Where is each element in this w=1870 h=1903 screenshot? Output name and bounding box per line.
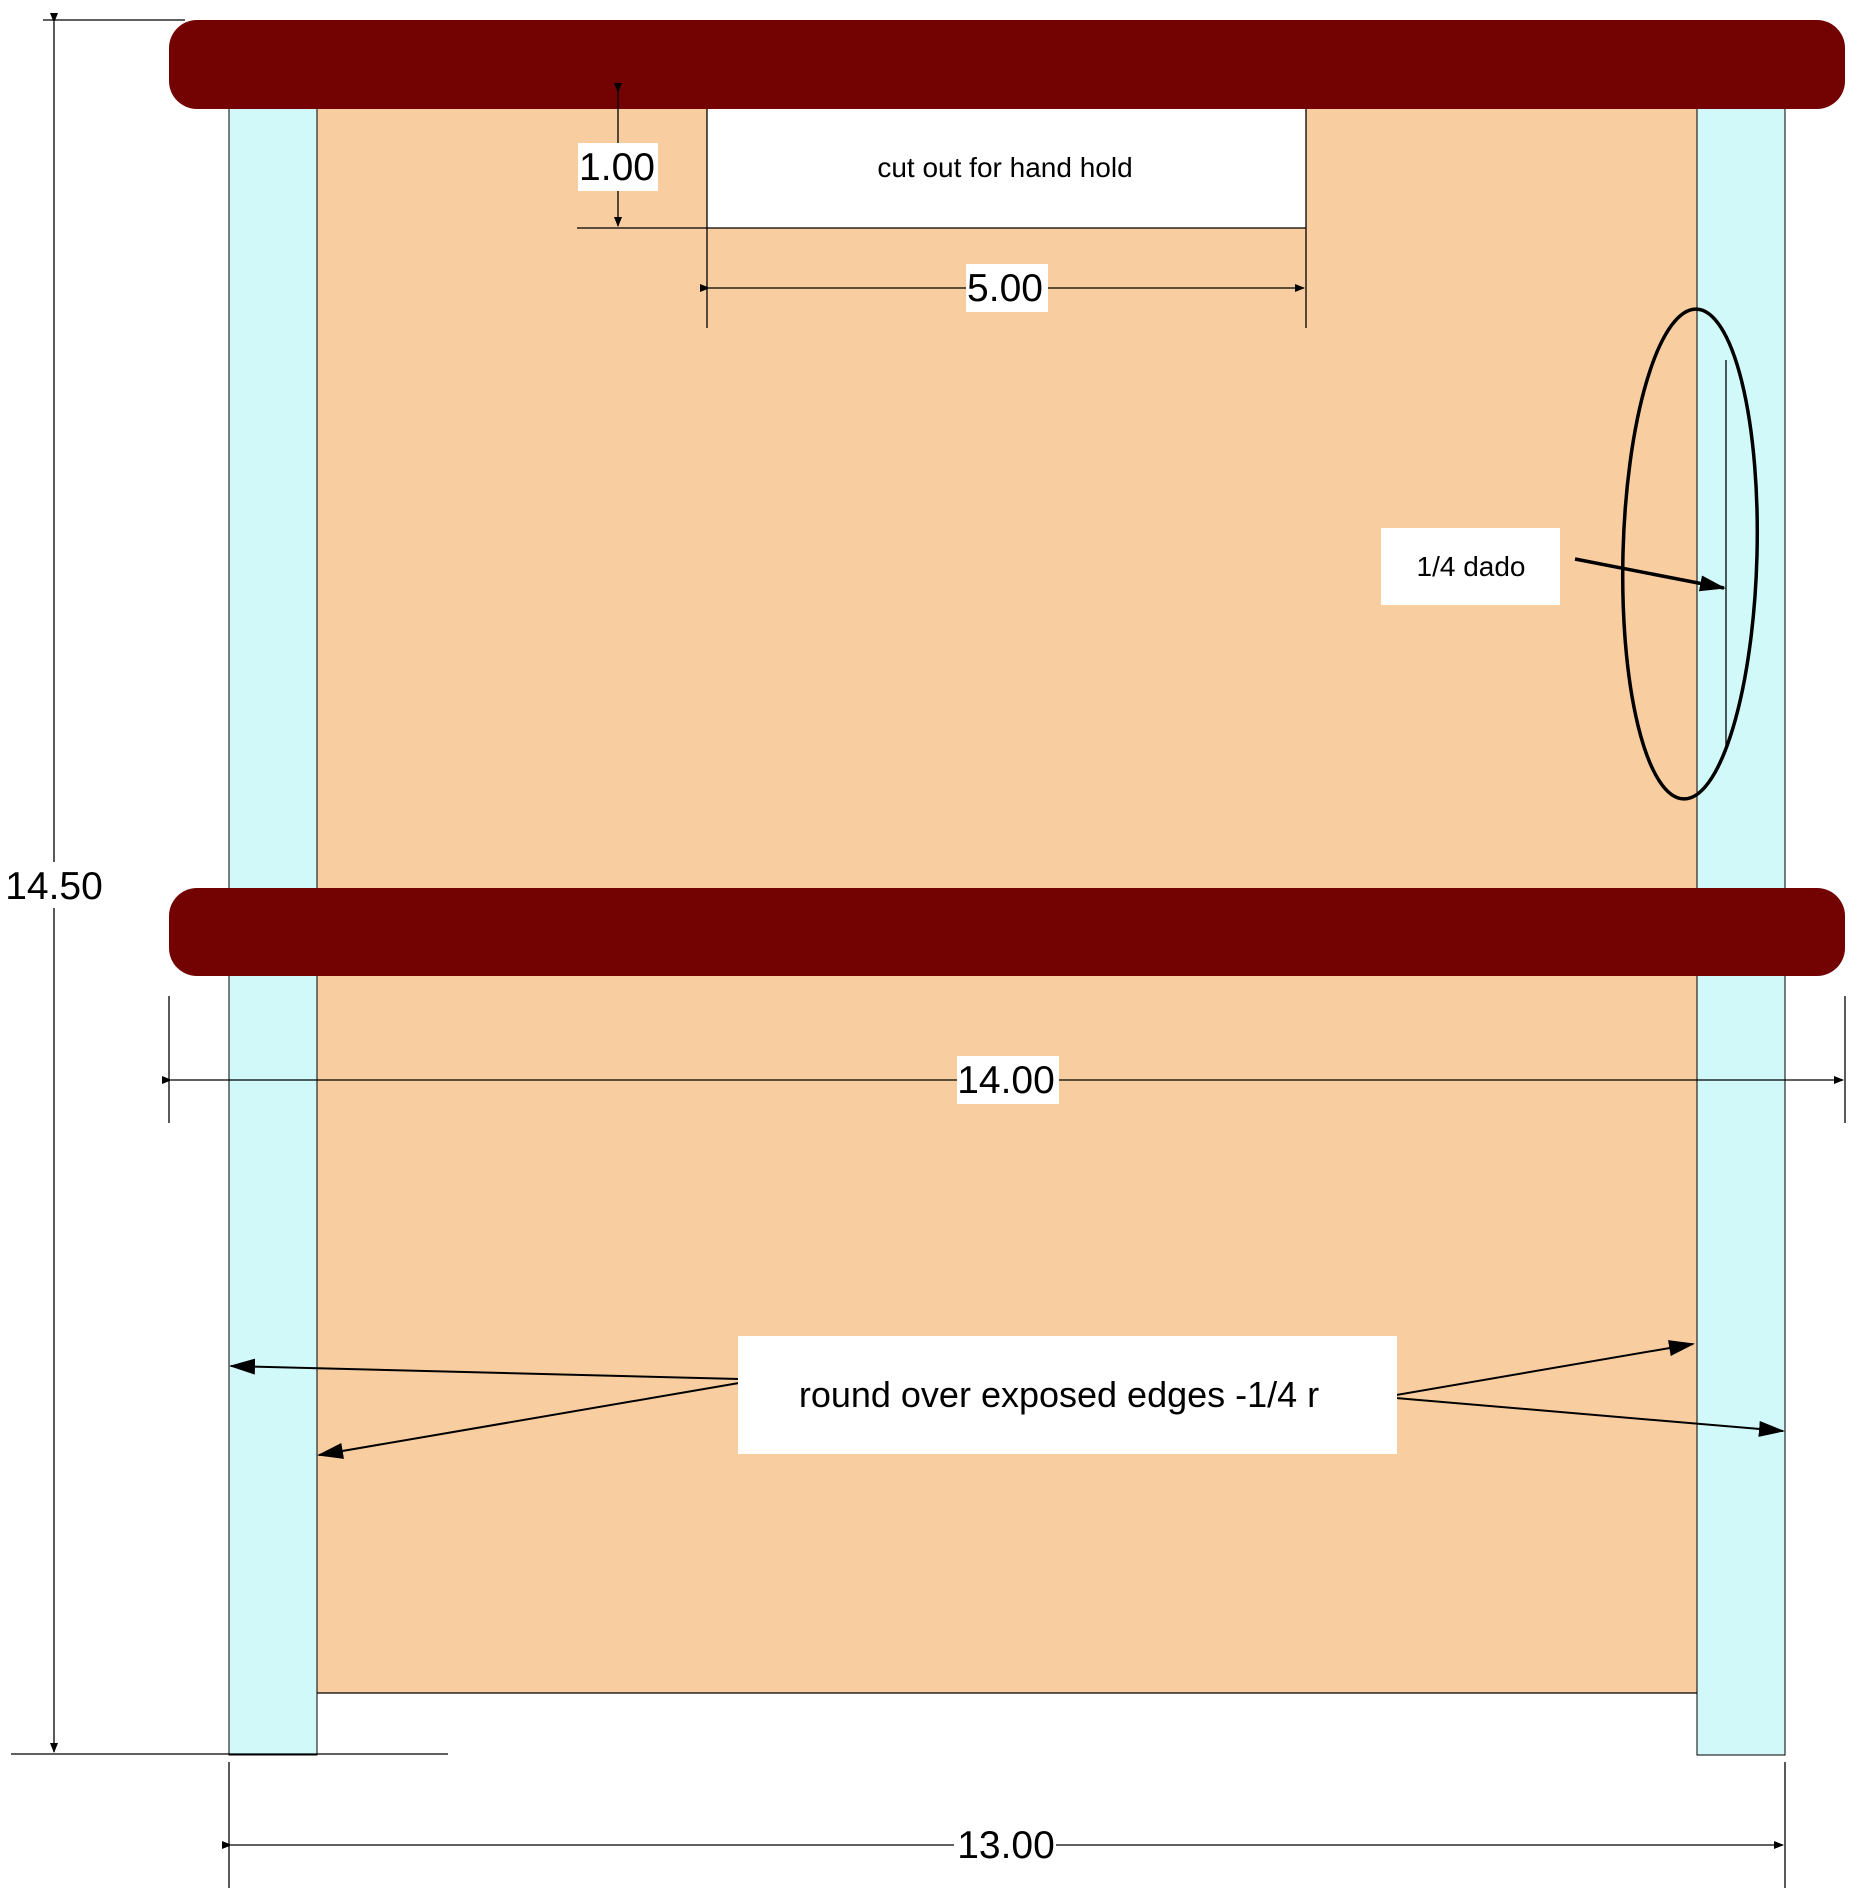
hand-hold-cutout xyxy=(707,90,1306,228)
dado-note-box xyxy=(1381,528,1560,605)
hand-hold-width-label: 5.00 xyxy=(967,267,1043,310)
top-shelf-board xyxy=(169,20,1845,109)
round-over-note: round over exposed edges -1/4 r xyxy=(799,1374,1319,1415)
hand-hold-depth-label: 1.00 xyxy=(579,146,655,189)
height-dim-bg xyxy=(2,862,106,908)
bottom-gap xyxy=(318,1694,1696,1755)
hand-hold-note: cut out for hand hold xyxy=(877,152,1132,183)
overall-height-label: 14.50 xyxy=(5,865,103,908)
overall-width-label: 13.00 xyxy=(957,1824,1055,1867)
round-over-note-box xyxy=(738,1336,1397,1454)
round-over-arrow-2 xyxy=(317,1382,740,1459)
shelf-width-dim-bg xyxy=(957,1056,1059,1104)
width-dim-bg xyxy=(966,264,1048,312)
shelf-width-label: 14.00 xyxy=(957,1059,1055,1102)
middle-shelf-board xyxy=(169,888,1845,976)
overall-width-dim-bg xyxy=(954,1822,1056,1868)
round-over-arrow-1 xyxy=(229,1358,740,1380)
round-over-arrow-3 xyxy=(1395,1340,1695,1396)
dado-arrow xyxy=(1574,557,1726,592)
depth-dim-bg xyxy=(578,143,658,191)
round-over-arrow-4 xyxy=(1395,1397,1785,1437)
dado-callout-ellipse xyxy=(1620,307,1760,801)
dado-note: 1/4 dado xyxy=(1417,551,1526,582)
